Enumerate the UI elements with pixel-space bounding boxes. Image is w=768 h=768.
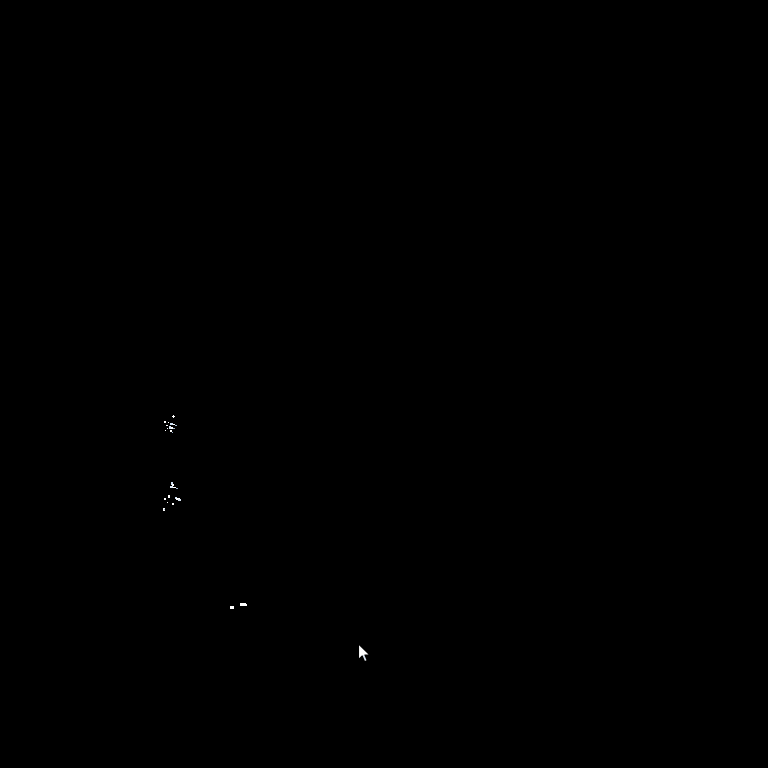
speck	[170, 486, 173, 488]
speck	[169, 426, 171, 429]
mouse-pointer-cursor	[357, 643, 373, 665]
speck	[173, 487, 176, 488]
speck	[173, 424, 175, 425]
speck	[168, 495, 170, 498]
speck	[164, 421, 166, 423]
speck	[178, 499, 181, 501]
upper-speck-cluster	[162, 415, 186, 441]
speck	[176, 488, 178, 489]
speck	[164, 509, 165, 510]
speck	[166, 425, 168, 426]
speck	[168, 422, 169, 423]
lower-dash-pair	[228, 598, 252, 612]
speck	[171, 427, 173, 429]
speck	[240, 603, 246, 606]
speck	[172, 484, 174, 486]
cursor-arrow-icon	[357, 643, 371, 663]
speck	[170, 423, 173, 425]
speck	[172, 432, 173, 433]
speck	[172, 503, 174, 505]
middle-speck-cluster	[163, 481, 189, 517]
speck	[171, 482, 173, 485]
speck	[175, 425, 177, 426]
speck	[170, 430, 172, 432]
speck	[173, 428, 175, 429]
speck	[164, 498, 166, 500]
speck	[172, 416, 175, 417]
speck	[244, 604, 247, 606]
speck	[165, 430, 166, 431]
speck	[167, 502, 168, 503]
speck	[167, 428, 168, 429]
speck	[230, 606, 234, 609]
